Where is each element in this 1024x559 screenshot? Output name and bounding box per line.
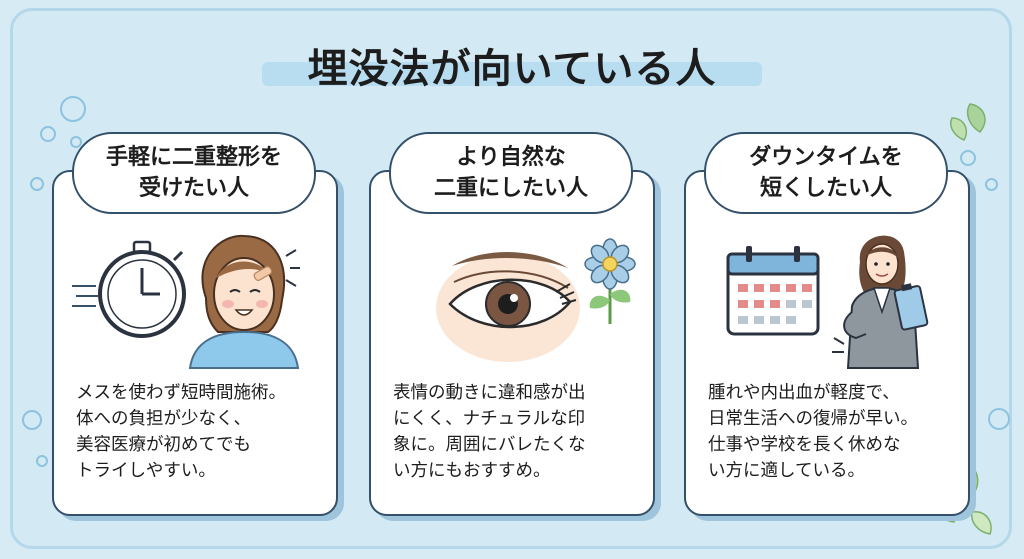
bubble-decoration: [22, 410, 42, 430]
card-desc-easy: メスを使わず短時間施術。 体への負担が少なく、 美容医療が初めてでも トライしや…: [76, 380, 286, 484]
bubble-decoration: [70, 136, 82, 148]
page-title: 埋没法が向いている人: [307, 46, 717, 92]
bubble-decoration: [30, 177, 44, 191]
desc-line: 表情の動きに違和感が出: [393, 383, 586, 403]
bubble-decoration: [985, 178, 998, 191]
businesswoman-icon: [832, 235, 929, 369]
bubble-decoration: [60, 96, 86, 122]
title-highlight: [262, 62, 762, 86]
desc-line: 象に。周囲にバレたくな: [393, 435, 586, 455]
desc-line: にくく、ナチュラルな印: [393, 409, 586, 429]
card-label-line: 二重にしたい人: [433, 176, 588, 201]
desc-line: 美容医療が初めてでも: [76, 435, 251, 455]
card-label-easy: 手軽に二重整形を 受けたい人: [72, 132, 316, 214]
card-downtime: [684, 170, 970, 516]
title-block: 埋没法が向いている人: [262, 36, 762, 92]
bubble-decoration: [36, 455, 48, 467]
card-label-natural: より自然な 二重にしたい人: [389, 132, 633, 214]
card-label-line: 受けたい人: [138, 176, 249, 201]
card-label-downtime: ダウンタイムを 短くしたい人: [704, 132, 948, 214]
card-desc-natural: 表情の動きに違和感が出 にくく、ナチュラルな印 象に。周囲にバレたくな い方にも…: [393, 380, 586, 484]
calendar-icon: [726, 246, 820, 336]
bubble-decoration: [960, 150, 976, 166]
stopwatch-icon: [72, 240, 186, 338]
card-label-line: 短くしたい人: [759, 176, 892, 201]
bubble-decoration: [988, 408, 1010, 430]
card-easy: [52, 170, 338, 516]
desc-line: 体への負担が少なく、: [76, 409, 251, 429]
desc-line: トライしやすい。: [76, 461, 216, 481]
desc-line: 腫れや内出血が軽度で、: [708, 383, 900, 403]
desc-line: い方にもおすすめ。: [393, 461, 551, 481]
eye-icon: [436, 251, 580, 362]
desc-line: メスを使わず短時間施術。: [76, 383, 286, 403]
card-desc-downtime: 腫れや内出血が軽度で、 日常生活への復帰が早い。 仕事や学校を長く休めな い方に…: [708, 380, 918, 484]
desc-line: い方に適している。: [708, 461, 865, 481]
card-label-line: より自然な: [456, 145, 566, 170]
desc-line: 仕事や学校を長く休めな: [708, 435, 901, 455]
card-label-line: ダウンタイムを: [749, 145, 903, 170]
leaf-decoration-icon: [950, 103, 986, 141]
card-label-line: 手軽に二重整形を: [105, 145, 282, 170]
bubble-decoration: [40, 126, 56, 142]
flower-icon: [584, 238, 636, 324]
smiling-woman-icon: [188, 234, 300, 369]
desc-line: 日常生活への復帰が早い。: [708, 409, 918, 429]
